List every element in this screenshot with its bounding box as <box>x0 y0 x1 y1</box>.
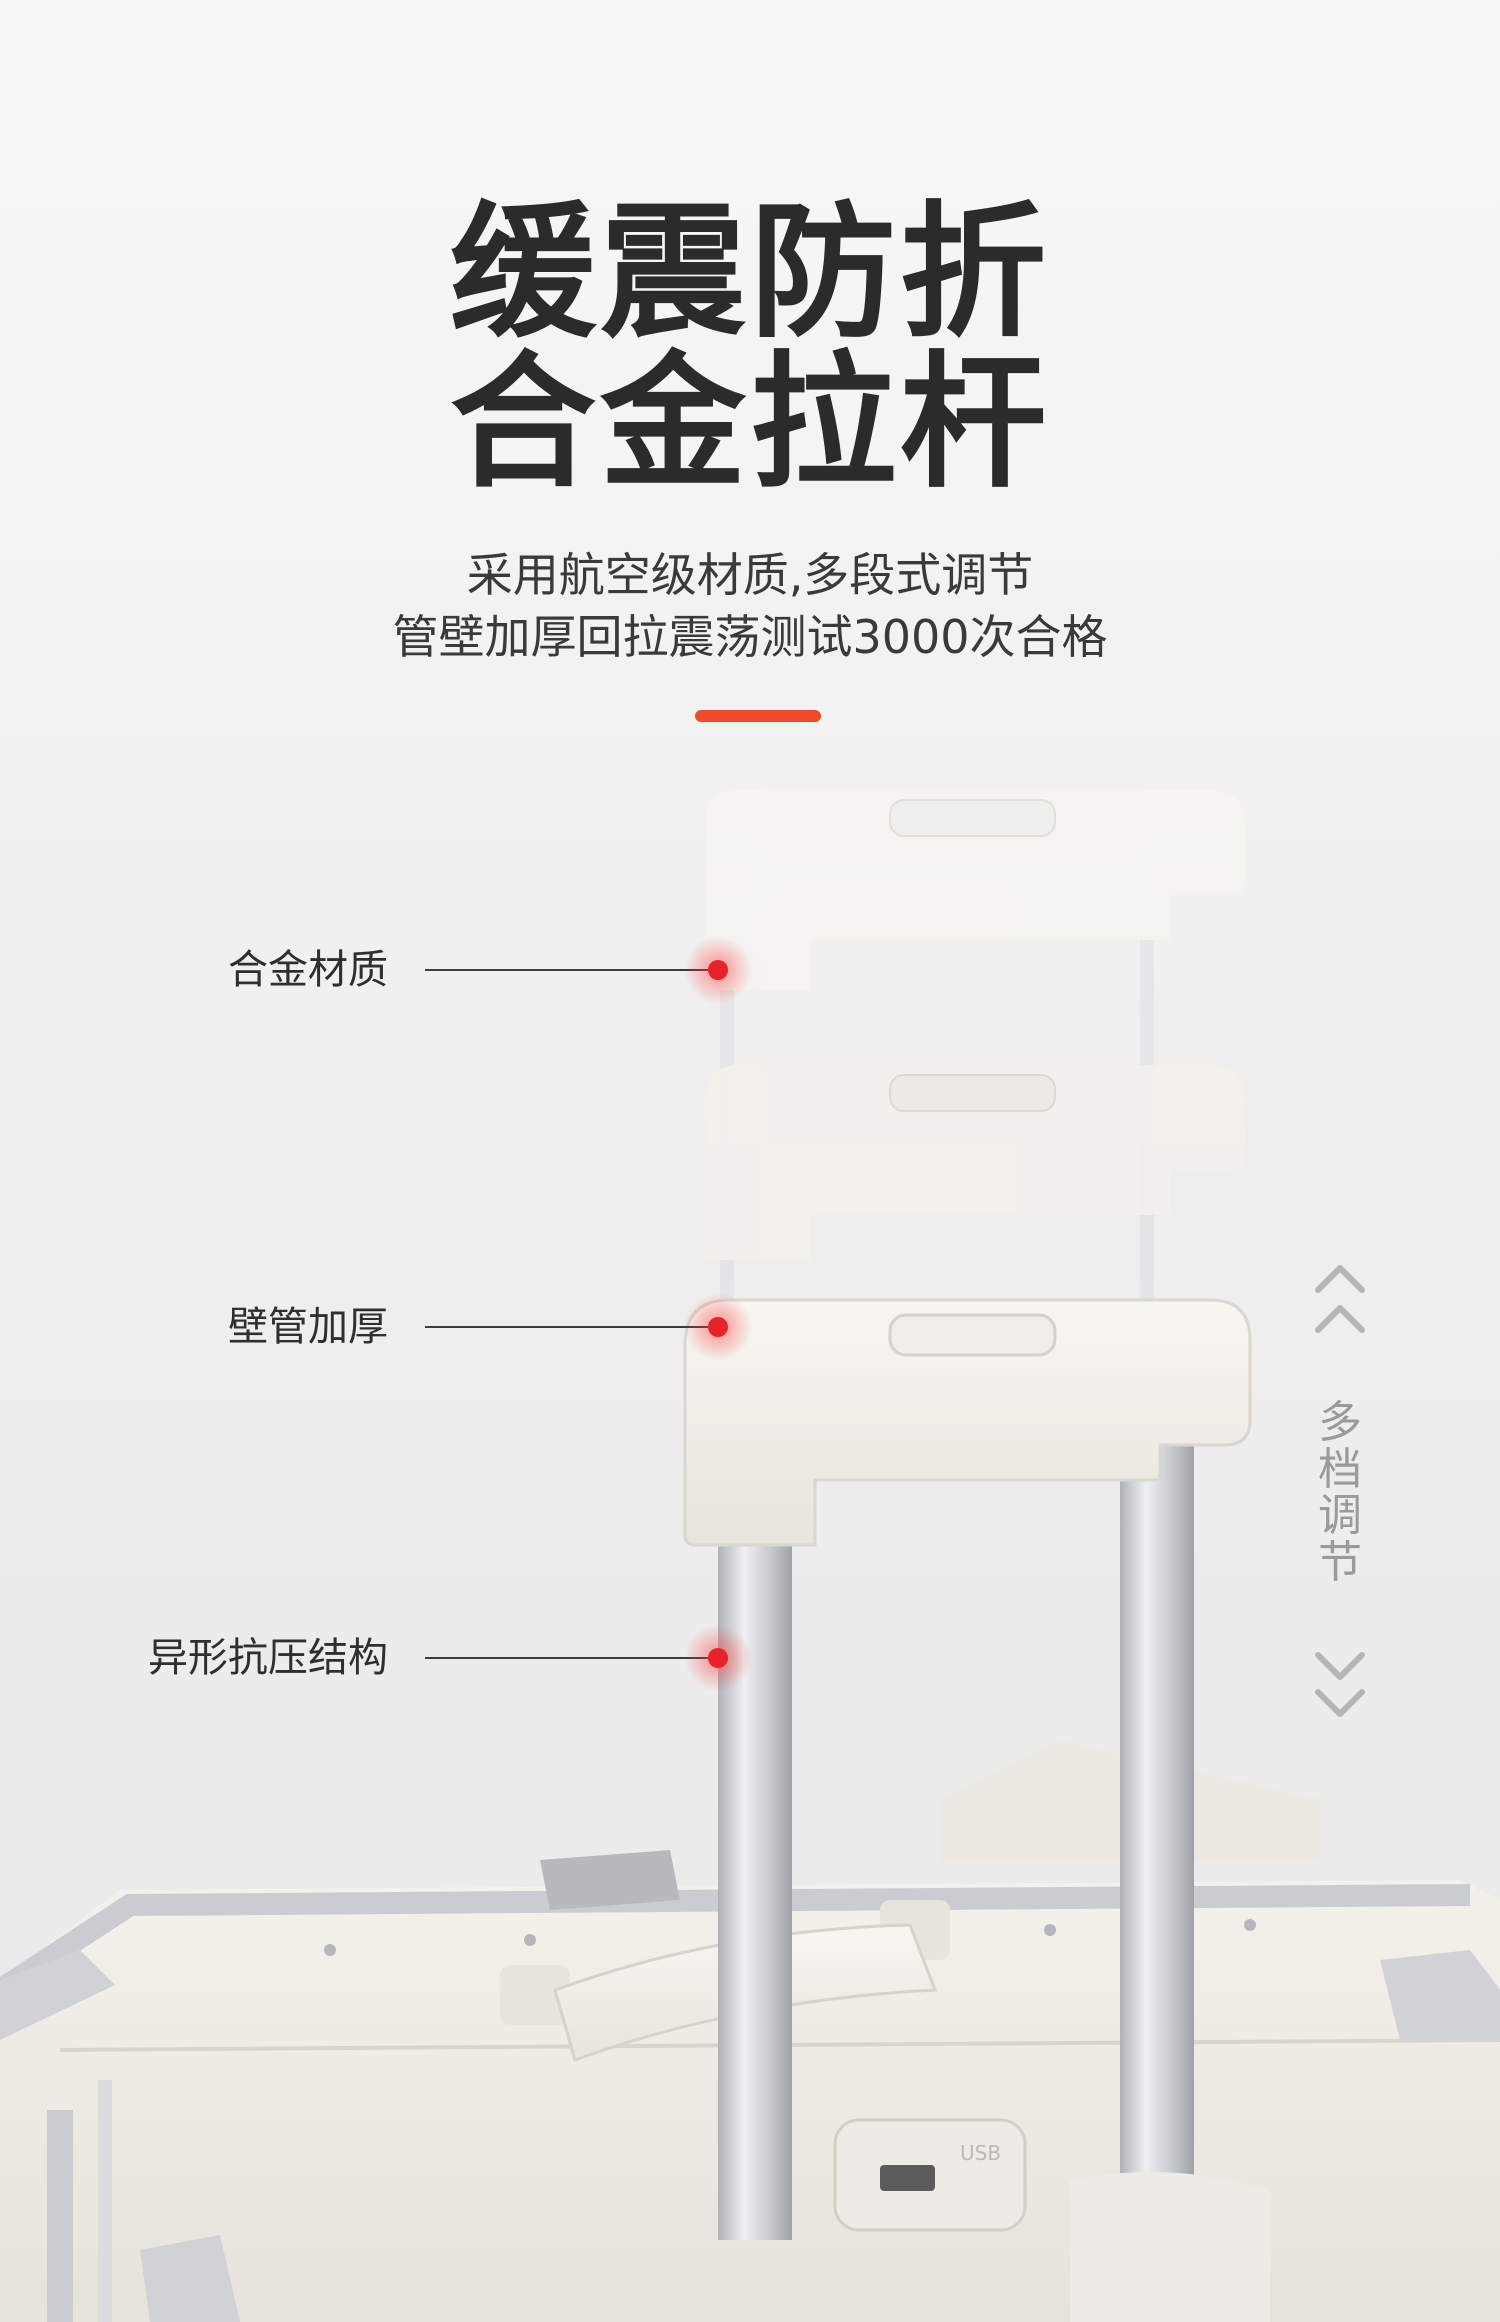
headline-line-2: 合金拉杆 <box>450 338 1050 508</box>
handle-stage-middle <box>705 1065 1245 1340</box>
double-chevron-up-icon <box>1315 1265 1365 1333</box>
subtitle-line-1: 采用航空级材质,多段式调节 <box>466 548 1034 602</box>
callout-label-thick-wall: 壁管加厚 <box>228 1304 388 1350</box>
usb-label: USB <box>960 2141 1001 2165</box>
callout-marker-1 <box>425 936 752 1004</box>
subtitle-line-2: 管壁加厚回拉震荡测试3000次合格 <box>392 610 1108 664</box>
callout-marker-3 <box>425 1624 752 1692</box>
adjustable-levels-label: 多档调节 <box>1318 1397 1362 1588</box>
usb-port: USB <box>833 2118 1027 2232</box>
double-chevron-down-icon <box>1315 1652 1365 1717</box>
callout-marker-2 <box>425 1293 752 1361</box>
handle-stage-bottom <box>683 1298 1270 2322</box>
callout-label-alloy: 合金材质 <box>228 947 388 993</box>
right-aluminum-tube <box>1120 1440 1194 2190</box>
headline-line-1: 缓震防折 <box>450 188 1050 358</box>
callout-label-pressure-structure: 异形抗压结构 <box>148 1635 388 1681</box>
accent-divider <box>695 710 821 722</box>
